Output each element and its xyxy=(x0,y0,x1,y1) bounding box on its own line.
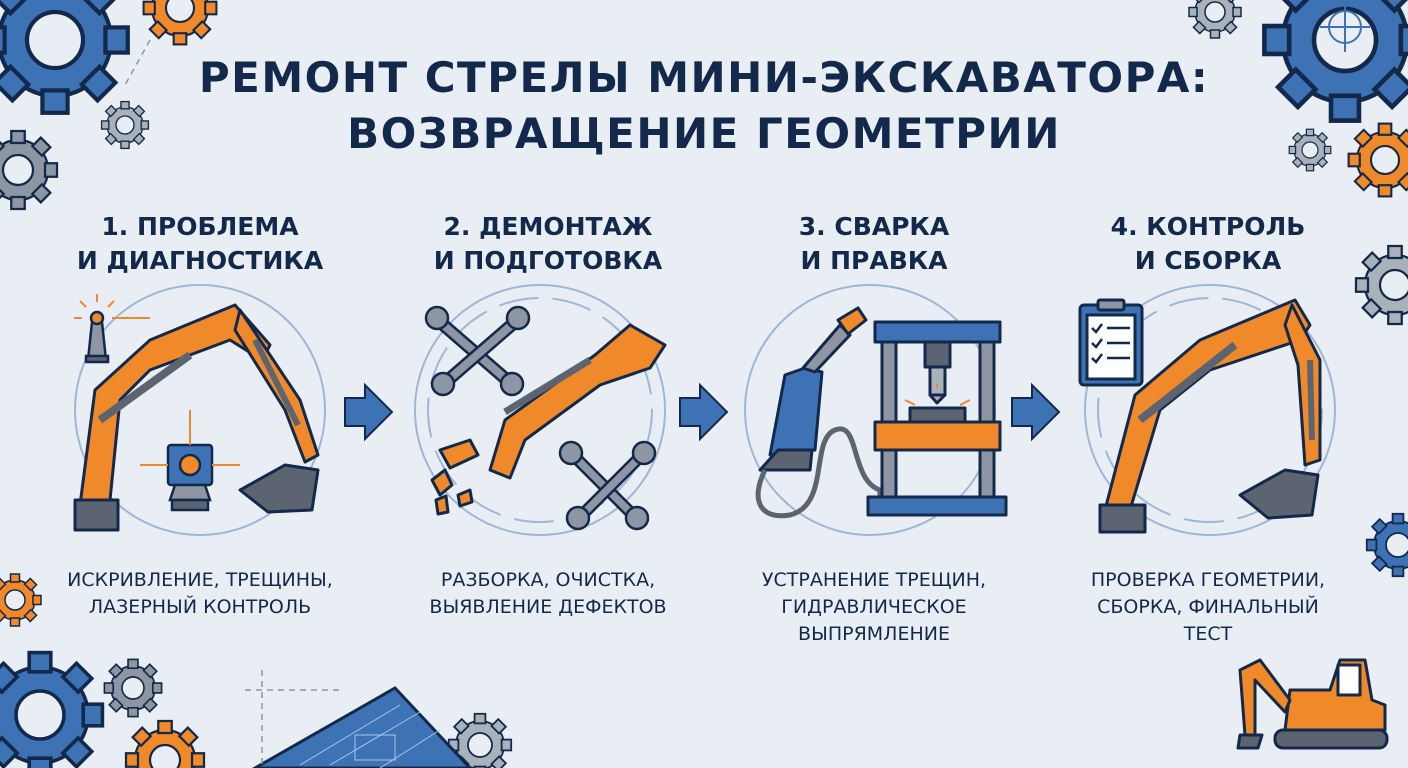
crosshair-icon xyxy=(1320,2,1370,52)
laser-beacon-icon xyxy=(74,294,150,364)
arrow-right-icon xyxy=(1011,382,1061,442)
step-4-heading-line-1: 4. КОНТРОЛЬ xyxy=(1110,212,1306,241)
step-4-heading: 4. КОНТРОЛЬ И СБОРКА xyxy=(1058,210,1358,278)
step-4-ring-dashed xyxy=(1097,297,1323,523)
step-1-description: ИСКРИВЛЕНИЕ, ТРЕЩИНЫ, ЛАЗЕРНЫЙ КОНТРОЛЬ xyxy=(40,567,360,621)
mini-excavator-icon xyxy=(1236,658,1389,750)
title-line-2: ВОЗВРАЩЕНИЕ ГЕОМЕТРИИ xyxy=(347,109,1061,158)
step-4-heading-line-2: И СБОРКА xyxy=(1134,246,1282,275)
step-2-heading-line-1: 2. ДЕМОНТАЖ xyxy=(443,212,653,241)
laser-scanner-icon xyxy=(140,410,240,512)
arrow-right-icon xyxy=(344,382,394,442)
title-line-1: РЕМОНТ СТРЕЛЫ МИНИ-ЭКСКАВАТОРА: xyxy=(198,53,1210,102)
arrow-right-icon xyxy=(679,382,729,442)
step-2-ring xyxy=(414,284,666,536)
step-3-desc-line-3: ВЫПРЯМЛЕНИЕ xyxy=(798,623,950,645)
step-3-heading: 3. СВАРКА И ПРАВКА xyxy=(724,210,1024,278)
welding-torch-icon xyxy=(755,306,883,519)
step-3-heading-line-2: И ПРАВКА xyxy=(800,246,948,275)
step-2-description: РАЗБОРКА, ОЧИСТКА, ВЫЯВЛЕНИЕ ДЕФЕКТОВ xyxy=(388,567,708,621)
step-2-heading: 2. ДЕМОНТАЖ И ПОДГОТОВКА xyxy=(398,210,698,278)
checklist-clipboard-icon xyxy=(1078,298,1144,387)
step-3-heading-line-1: 3. СВАРКА xyxy=(798,212,950,241)
step-2-heading-line-2: И ПОДГОТОВКА xyxy=(433,246,663,275)
wrench-icon xyxy=(424,305,531,397)
step-4-desc-line-3: ТЕСТ xyxy=(1183,623,1233,645)
step-2-ring-dashed xyxy=(427,297,653,523)
step-3-desc-line-2: ГИДРАВЛИЧЕСКОЕ xyxy=(781,596,967,618)
step-1-desc-line-1: ИСКРИВЛЕНИЕ, ТРЕЩИНЫ, xyxy=(67,569,333,591)
excavator-arm-icon xyxy=(73,303,320,532)
page-title: РЕМОНТ СТРЕЛЫ МИНИ-ЭКСКАВАТОРА: ВОЗВРАЩЕ… xyxy=(0,50,1408,162)
step-4-desc-line-1: ПРОВЕРКА ГЕОМЕТРИИ, xyxy=(1090,569,1326,591)
step-1-desc-line-2: ЛАЗЕРНЫЙ КОНТРОЛЬ xyxy=(88,596,312,618)
step-2-desc-line-1: РАЗБОРКА, ОЧИСТКА, xyxy=(440,569,656,591)
excavator-arm-icon xyxy=(1098,298,1322,534)
step-1-ring xyxy=(74,284,326,536)
step-4-desc-line-2: СБОРКА, ФИНАЛЬНЫЙ xyxy=(1097,596,1319,618)
blueprint-sheet xyxy=(124,39,473,768)
step-1-heading-line-2: И ДИАГНОСТИКА xyxy=(76,246,324,275)
step-3-description: УСТРАНЕНИЕ ТРЕЩИН, ГИДРАВЛИЧЕСКОЕ ВЫПРЯМ… xyxy=(714,567,1034,648)
step-2-desc-line-2: ВЫЯВЛЕНИЕ ДЕФЕКТОВ xyxy=(429,596,667,618)
step-4-ring xyxy=(1084,284,1336,536)
step-1-heading-line-1: 1. ПРОБЛЕМА xyxy=(101,212,299,241)
hydraulic-press-icon xyxy=(866,320,1008,517)
step-4-description: ПРОВЕРКА ГЕОМЕТРИИ, СБОРКА, ФИНАЛЬНЫЙ ТЕ… xyxy=(1048,567,1368,648)
step-1-heading: 1. ПРОБЛЕМА И ДИАГНОСТИКА xyxy=(50,210,350,278)
boom-section-icon xyxy=(430,323,667,516)
step-3-desc-line-1: УСТРАНЕНИЕ ТРЕЩИН, xyxy=(761,569,987,591)
wrench-icon xyxy=(558,440,657,531)
